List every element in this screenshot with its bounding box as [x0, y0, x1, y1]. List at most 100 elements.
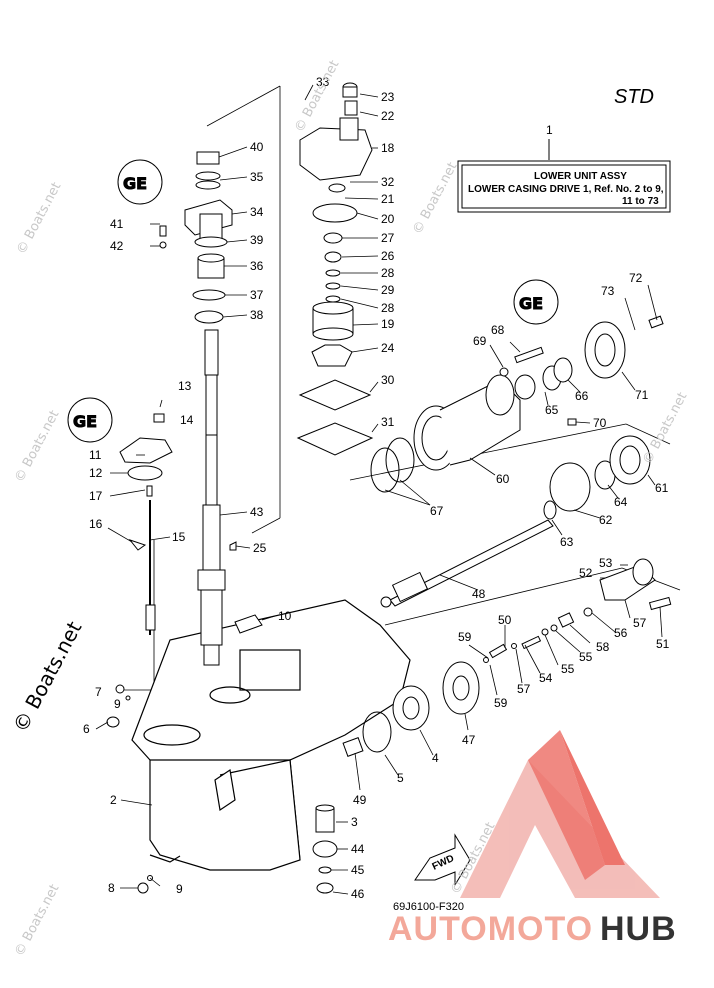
- gears-rear: [543, 435, 651, 520]
- callout-25[interactable]: 25: [253, 541, 267, 555]
- callout-9b[interactable]: 9: [176, 882, 183, 896]
- water-pump: [296, 82, 374, 456]
- svg-text:GE: GE: [73, 412, 97, 431]
- callout-4[interactable]: 4: [432, 751, 439, 765]
- callout-44[interactable]: 44: [351, 842, 365, 856]
- callout-52[interactable]: 52: [579, 566, 593, 580]
- callout-27[interactable]: 27: [381, 231, 395, 245]
- callout-14[interactable]: 14: [180, 413, 194, 427]
- callout-43[interactable]: 43: [250, 505, 264, 519]
- callout-53[interactable]: 53: [599, 556, 613, 570]
- callout-45[interactable]: 45: [351, 863, 365, 877]
- callout-9a[interactable]: 9: [114, 697, 121, 711]
- assembly-line-1: LOWER UNIT ASSY: [534, 171, 627, 182]
- callout-3[interactable]: 3: [351, 815, 358, 829]
- callout-8[interactable]: 8: [108, 881, 115, 895]
- diagram-code: 69J6100-F320: [393, 901, 464, 913]
- callout-19[interactable]: 19: [381, 317, 395, 331]
- callout-73[interactable]: 73: [601, 284, 615, 298]
- callout-34[interactable]: 34: [250, 205, 264, 219]
- callout-58[interactable]: 58: [596, 640, 610, 654]
- callout-64[interactable]: 64: [614, 495, 628, 509]
- callout-69[interactable]: 69: [473, 334, 487, 348]
- callout-16[interactable]: 16: [89, 517, 103, 531]
- callout-32[interactable]: 32: [381, 175, 395, 189]
- callout-63[interactable]: 63: [560, 535, 574, 549]
- callout-24[interactable]: 24: [381, 341, 395, 355]
- shift-rod-parts: [106, 437, 173, 894]
- callout-28b[interactable]: 28: [381, 301, 395, 315]
- callout-30[interactable]: 30: [381, 373, 395, 387]
- callout-72[interactable]: 72: [629, 271, 643, 285]
- callout-12[interactable]: 12: [89, 466, 103, 480]
- callout-39[interactable]: 39: [250, 233, 264, 247]
- callout-70[interactable]: 70: [593, 416, 607, 430]
- callout-17[interactable]: 17: [89, 489, 103, 503]
- callout-47[interactable]: 47: [462, 733, 476, 747]
- bearing-housing: [413, 374, 521, 471]
- callout-61[interactable]: 61: [655, 481, 669, 495]
- callout-2[interactable]: 2: [110, 793, 117, 807]
- logo-automoto: AUTOMOTO: [388, 910, 593, 948]
- callout-13[interactable]: 13: [178, 379, 192, 393]
- callout-36[interactable]: 36: [250, 259, 264, 273]
- callout-6[interactable]: 6: [83, 722, 90, 736]
- callout-22[interactable]: 22: [381, 109, 395, 123]
- callout-46[interactable]: 46: [351, 887, 365, 901]
- callout-38[interactable]: 38: [250, 308, 264, 322]
- o-rings-67: [370, 437, 415, 493]
- callout-15[interactable]: 15: [172, 530, 186, 544]
- std-label: STD: [614, 86, 654, 108]
- callout-42[interactable]: 42: [110, 239, 124, 253]
- callout-60[interactable]: 60: [496, 472, 510, 486]
- callout-21[interactable]: 21: [381, 192, 395, 206]
- svg-text:GE: GE: [123, 174, 147, 193]
- callout-texts: 33 23 22 18 32 21 20 27 26 28 29 28 19 2…: [83, 75, 670, 901]
- svg-text:GE: GE: [519, 294, 543, 313]
- callout-37[interactable]: 37: [250, 288, 264, 302]
- callout-67[interactable]: 67: [430, 504, 444, 518]
- callout-20[interactable]: 20: [381, 212, 395, 226]
- callout-49[interactable]: 49: [353, 793, 367, 807]
- misc-parts: [153, 225, 263, 634]
- callout-1[interactable]: 1: [546, 123, 553, 137]
- drive-shaft: [197, 329, 226, 666]
- callout-56[interactable]: 56: [614, 626, 628, 640]
- callout-10[interactable]: 10: [278, 609, 292, 623]
- callout-31[interactable]: 31: [381, 415, 395, 429]
- callout-5[interactable]: 5: [397, 771, 404, 785]
- callout-59b[interactable]: 59: [494, 696, 508, 710]
- callout-66[interactable]: 66: [575, 389, 589, 403]
- callout-23[interactable]: 23: [381, 90, 395, 104]
- lower-casing: [131, 599, 411, 871]
- callout-50[interactable]: 50: [498, 613, 512, 627]
- callout-33[interactable]: 33: [316, 75, 330, 89]
- callout-65[interactable]: 65: [545, 403, 559, 417]
- callout-57a[interactable]: 57: [517, 682, 531, 696]
- callout-18[interactable]: 18: [381, 141, 395, 155]
- callout-51[interactable]: 51: [656, 637, 670, 651]
- callout-57b[interactable]: 57: [633, 616, 647, 630]
- callout-41[interactable]: 41: [110, 217, 124, 231]
- callout-28a[interactable]: 28: [381, 266, 395, 280]
- callout-48[interactable]: 48: [472, 587, 486, 601]
- logo-hub: HUB: [600, 910, 677, 948]
- callout-29[interactable]: 29: [381, 283, 395, 297]
- callout-7[interactable]: 7: [95, 685, 102, 699]
- callout-68[interactable]: 68: [491, 323, 505, 337]
- sealant-icon-14: GE: [67, 397, 113, 443]
- callout-54[interactable]: 54: [539, 671, 553, 685]
- callout-40[interactable]: 40: [250, 140, 264, 154]
- callout-55a[interactable]: 55: [561, 662, 575, 676]
- callout-59a[interactable]: 59: [458, 630, 472, 644]
- callout-35[interactable]: 35: [250, 170, 264, 184]
- callout-71[interactable]: 71: [635, 388, 649, 402]
- callout-55b[interactable]: 55: [579, 650, 593, 664]
- callout-11[interactable]: 11: [89, 448, 102, 462]
- callout-26[interactable]: 26: [381, 249, 395, 263]
- callout-62[interactable]: 62: [599, 513, 613, 527]
- fwd-arrow: FWD: [414, 833, 471, 887]
- sealant-icon-66: GE: [513, 279, 559, 325]
- assembly-line-2: LOWER CASING DRIVE 1, Ref. No. 2 to 9,: [468, 184, 664, 195]
